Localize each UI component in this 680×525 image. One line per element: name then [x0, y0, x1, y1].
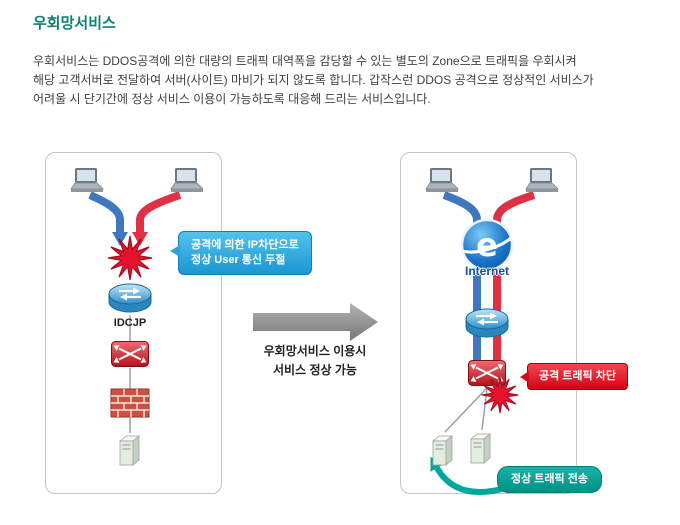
router-icon — [463, 306, 511, 340]
transition-arrow — [253, 303, 378, 341]
description-line: 해당 고객서버로 전달하여 서버(사이트) 마비가 되지 않도록 합니다. 갑작… — [33, 73, 594, 87]
block-callout: 공격 트래픽 차단 — [520, 363, 628, 390]
router-label: IDCJP — [113, 317, 147, 329]
transition-caption: 우회망서비스 이용시 서비스 정상 가능 — [240, 342, 390, 380]
description-line: 어려울 시 단기간에 정상 서비스 이용이 가능하도록 대응해 드리는 서비스입… — [33, 92, 431, 106]
laptop-icon — [64, 166, 106, 196]
attack-burst-icon — [480, 375, 520, 415]
attack-callout-line: 정상 User 통신 두절 — [191, 254, 286, 266]
internet-label: Internet — [464, 264, 509, 278]
firewall-icon — [110, 388, 150, 418]
server-icon — [117, 432, 143, 468]
attack-callout: 공격에 의한 IP차단으로 정상 User 통신 두절 — [170, 231, 312, 275]
transition-caption-line: 서비스 정상 가능 — [273, 363, 357, 377]
page-title: 우회망서비스 — [33, 15, 116, 32]
attack-callout-line: 공격에 의한 IP차단으로 — [191, 239, 299, 251]
server-icon — [430, 432, 456, 468]
attack-burst-icon — [106, 234, 154, 282]
transition-caption-line: 우회망서비스 이용시 — [263, 344, 367, 358]
laptop-icon — [519, 166, 561, 196]
description-line: 우회서비스는 DDOS공격에 의한 대량의 트래픽 대역폭을 감당할 수 있는 … — [33, 54, 577, 68]
laptop-icon — [419, 166, 461, 196]
switch-icon — [110, 340, 150, 368]
internet-logo-letter: e — [476, 226, 498, 264]
router-icon — [106, 281, 154, 315]
server-icon — [468, 430, 494, 466]
laptop-icon — [164, 166, 206, 196]
normal-callout: 정상 트래픽 전송 — [497, 466, 602, 493]
page-description: 우회서비스는 DDOS공격에 의한 대량의 트래픽 대역폭을 감당할 수 있는 … — [33, 52, 663, 109]
